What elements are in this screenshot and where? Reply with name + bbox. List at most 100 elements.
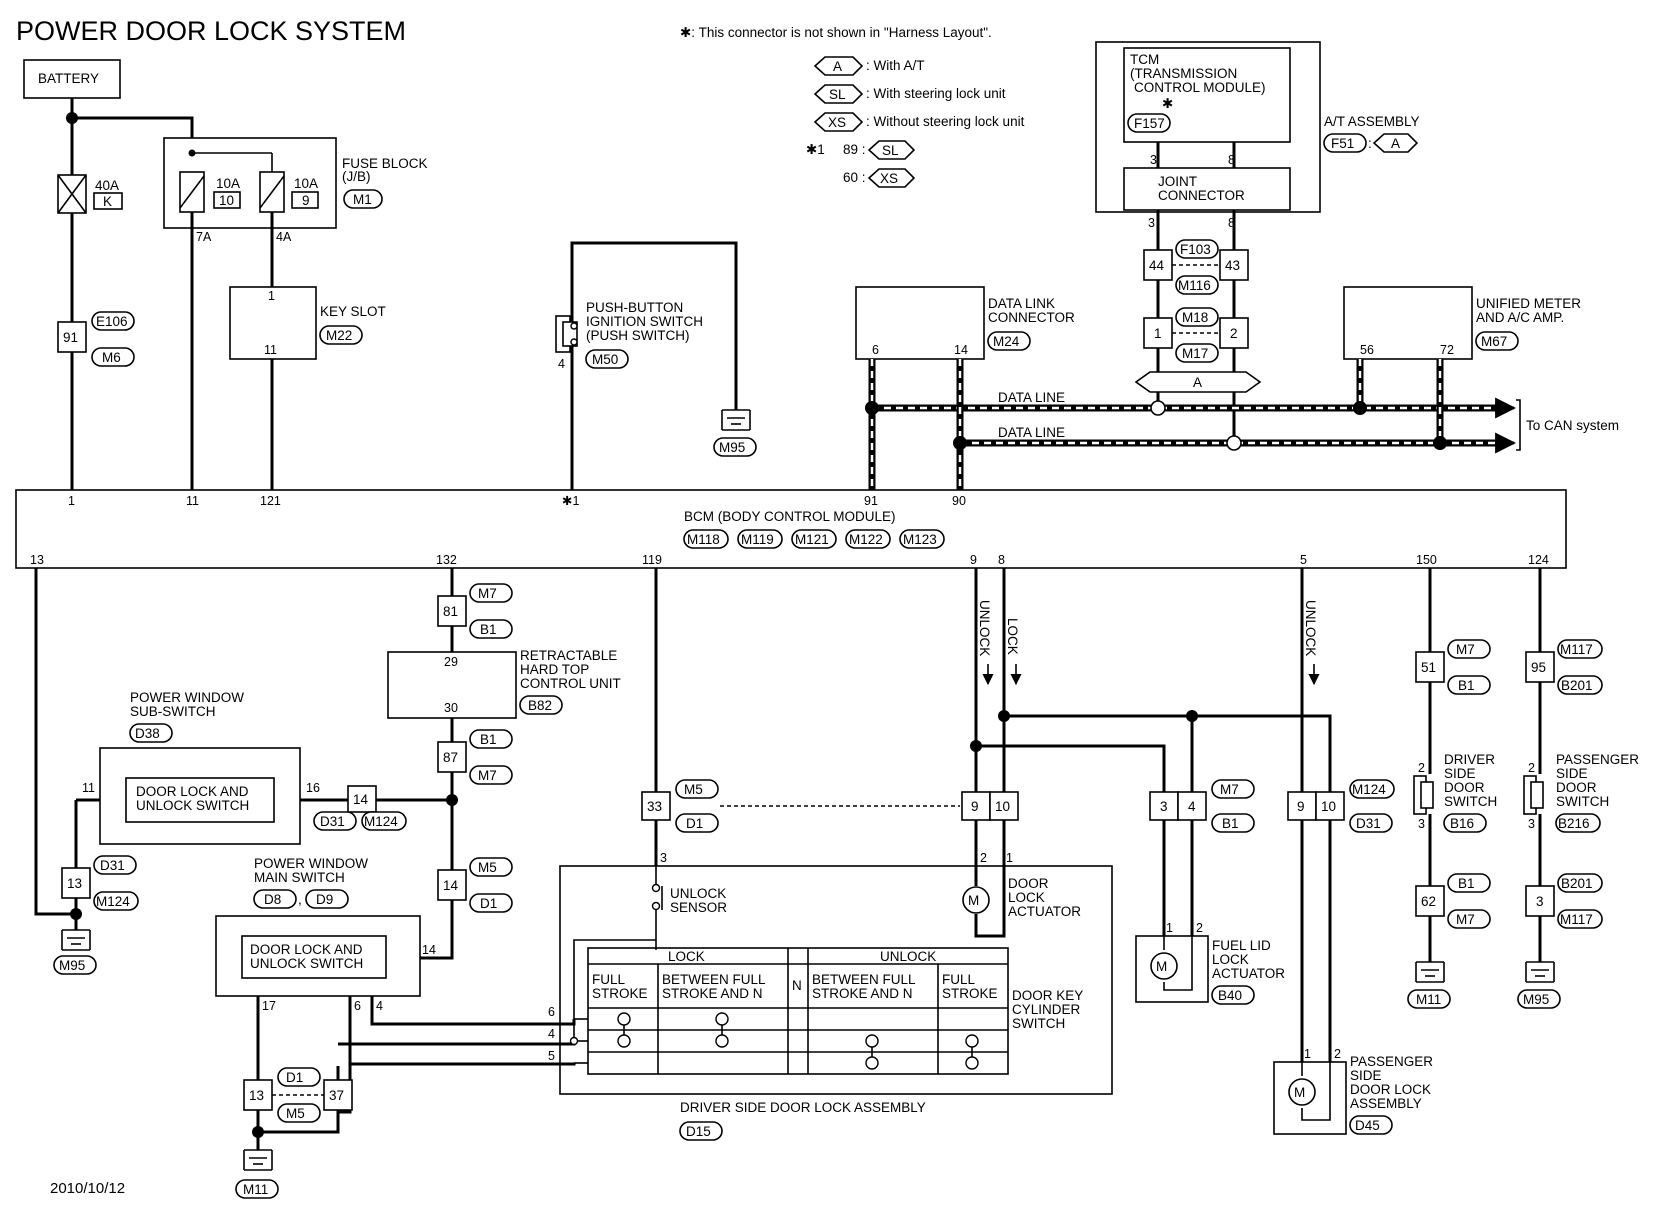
connector-81: 81 M7 B1 <box>437 583 513 639</box>
c62-c1: B1 <box>1458 876 1475 891</box>
pds-name-1: PASSENGER <box>1556 752 1639 767</box>
dlc-conn: M24 <box>993 334 1020 349</box>
bcm-pin-star1: ✱1 <box>562 494 579 508</box>
tcm-pin-a: 3 <box>1150 153 1157 167</box>
hardtop-name-2: HARD TOP <box>520 662 589 677</box>
at-colon: : <box>1368 136 1372 151</box>
driver-assy-name: DRIVER SIDE DOOR LOCK ASSEMBLY <box>680 1100 926 1115</box>
connector-d31-13: 13 D31 M124 <box>61 855 139 911</box>
pass-assy-name-3: DOOR LOCK <box>1350 1082 1431 1097</box>
fuel-lid-p2: 2 <box>1196 921 1203 935</box>
keycyl-label-2: CYLINDER <box>1012 1002 1081 1017</box>
actuator-label-2: LOCK <box>1008 890 1045 905</box>
connector-m18: 1 2 M18 M17 <box>1143 307 1249 363</box>
bcm-pin-119: 119 <box>642 553 662 567</box>
pw-main-p4: 4 <box>376 999 383 1013</box>
d31-14-c2: M124 <box>364 814 398 829</box>
j910-p1: 9 <box>971 799 979 814</box>
table-col3-2: STROKE AND N <box>812 986 913 1001</box>
table-col2-2: STROKE AND N <box>662 986 763 1001</box>
tcm-name-3: CONTROL MODULE) <box>1134 80 1266 95</box>
driver-assy-conn: D15 <box>686 1124 711 1139</box>
key-slot: 1 11 KEY SLOT M22 <box>229 286 386 360</box>
joint-pin-b: 8 <box>1228 216 1235 230</box>
table-row-6: 6 <box>548 1005 555 1019</box>
pds-name-4: SWITCH <box>1556 794 1609 809</box>
c95-c2: B201 <box>1561 678 1593 693</box>
pw-main-c2: D9 <box>316 892 333 907</box>
legend: ✱: This connector is not shown in "Harne… <box>680 25 1025 188</box>
m5-14-pin: 14 <box>443 878 459 893</box>
pds-p2: 2 <box>1528 761 1535 775</box>
bcm-pin-13: 13 <box>30 553 44 567</box>
push-button-name-1: PUSH-BUTTON <box>586 300 683 315</box>
e106-pin: 91 <box>63 330 78 345</box>
e106-c1: E106 <box>96 314 128 329</box>
fuel-lid-actuator: 1 2 M FUEL LID LOCK ACTUATOR B40 <box>1135 921 1285 1005</box>
meter-name-1: UNIFIED METER <box>1476 296 1581 311</box>
j910-p2: 10 <box>995 799 1010 814</box>
bcm-pin-11: 11 <box>186 494 199 508</box>
dds-name-1: DRIVER <box>1444 752 1495 767</box>
c81-c1: M7 <box>478 586 497 601</box>
connector-3: 3 B201 M117 <box>1525 873 1603 929</box>
key-slot-pin-top: 1 <box>268 289 275 303</box>
d31-14-c1: D31 <box>320 814 345 829</box>
d31-14-pin: 14 <box>353 792 369 807</box>
connector-87: 87 B1 M7 <box>437 729 513 785</box>
joint-name-1: JOINT <box>1158 174 1197 189</box>
driver-door-lock-assembly: 3 UNLOCK SENSOR 2 1 M DOOR LOCK ACTUATOR… <box>559 851 1113 1141</box>
wire-unlock-5: UNLOCK <box>1303 600 1318 656</box>
legend-a: A : With A/T <box>813 56 925 76</box>
connector-62: 62 B1 M7 <box>1415 873 1491 929</box>
hardtop-conn: B82 <box>528 698 552 713</box>
joint-pin-a: 3 <box>1148 216 1155 230</box>
d31-13-pin: 13 <box>67 876 82 891</box>
at-assembly: TCM (TRANSMISSION CONTROL MODULE) ✱ F157… <box>1095 41 1420 213</box>
m7-34-p2: 4 <box>1188 799 1196 814</box>
connector-51: 51 M7 B1 <box>1415 639 1491 695</box>
table-col1-2: STROKE <box>592 986 648 1001</box>
pass-motor-label: M <box>1294 1085 1305 1100</box>
ground-icon: M95 <box>1517 961 1561 1009</box>
key-slot-pin-bot: 11 <box>264 343 277 357</box>
c51-c2: B1 <box>1458 678 1475 693</box>
keycyl-label-1: DOOR KEY <box>1012 988 1083 1003</box>
table-unlock: UNLOCK <box>880 949 936 964</box>
bcm-pin-121: 121 <box>260 494 281 508</box>
m7-34-c1: M7 <box>1220 782 1239 797</box>
bcm-pin-1: 1 <box>68 494 75 508</box>
push-button-ignition: PUSH-BUTTON IGNITION SWITCH (PUSH SWITCH… <box>555 241 738 410</box>
connector-m5-33: 33 M5 D1 <box>641 779 719 833</box>
tcm-name-1: TCM <box>1130 52 1159 67</box>
motor-label: M <box>968 893 979 908</box>
bcm-pin-8: 8 <box>998 553 1005 567</box>
m124-p1: 9 <box>1297 799 1305 814</box>
battery: BATTERY <box>23 59 121 99</box>
legend-star1: ✱1 89 : SL 60 : XS <box>806 140 916 188</box>
tcm-name-2: (TRANSMISSION <box>1130 66 1237 81</box>
wire-unlock-9: UNLOCK <box>977 600 992 656</box>
keycyl-label-3: SWITCH <box>1012 1016 1065 1031</box>
page-title: POWER DOOR LOCK SYSTEM <box>16 16 406 46</box>
bcm-pin-150: 150 <box>1416 553 1437 567</box>
fuse-block-conn: M1 <box>353 192 372 207</box>
hardtop-name-3: CONTROL UNIT <box>520 676 621 691</box>
table-col4-2: STROKE <box>942 986 998 1001</box>
pw-sub-conn: D38 <box>135 726 160 741</box>
pass-assy-conn: D45 <box>1355 1118 1380 1133</box>
pw-sub-switch: POWER WINDOW SUB-SWITCH D38 DOOR LOCK AN… <box>82 690 320 845</box>
option-a-label: A <box>1193 375 1202 390</box>
fuel-lid-name-3: ACTUATOR <box>1212 966 1285 981</box>
key-slot-conn: M22 <box>326 328 352 343</box>
pw-sub-name-1: POWER WINDOW <box>130 690 244 705</box>
bcm-conn-1: M118 <box>687 532 720 547</box>
sensor-label-1: UNLOCK <box>670 886 726 901</box>
pds-name-2: SIDE <box>1556 766 1588 781</box>
dds-p2: 2 <box>1418 761 1425 775</box>
bcm-pin-132: 132 <box>436 553 457 567</box>
key-cylinder-table: LOCK UNLOCK N FULL STROKE BETWEEN FULL S… <box>548 947 1009 1075</box>
push-button-conn: M50 <box>592 352 618 367</box>
dds-name-2: SIDE <box>1444 766 1476 781</box>
m5-14-c2: D1 <box>480 896 497 911</box>
